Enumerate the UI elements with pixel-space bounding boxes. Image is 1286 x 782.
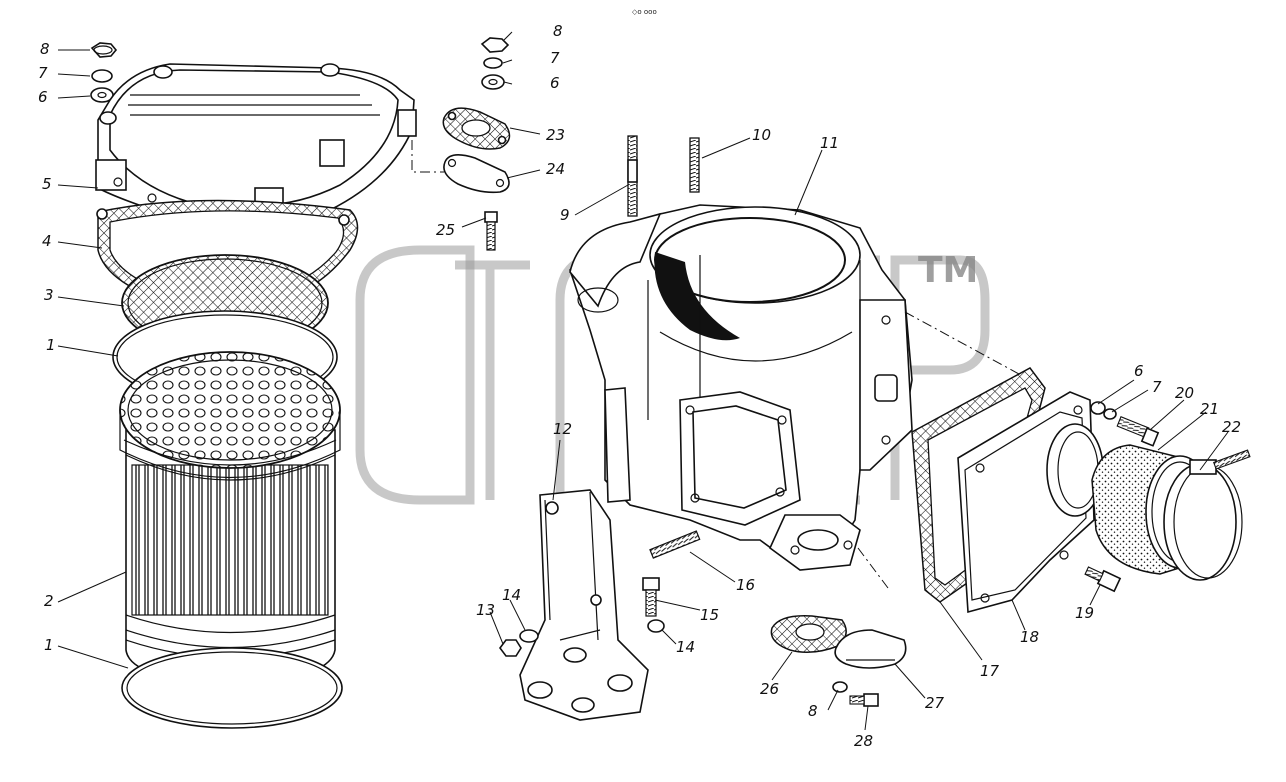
washer-spring-left [91, 69, 113, 83]
callout-1: 1 [46, 336, 56, 354]
callout-7: 7 [1152, 378, 1162, 396]
callout-labels: 8 7 6 5 4 3 1 2 1 8 7 6 23 24 25 10 9 11… [38, 22, 1241, 750]
callout-27: 27 [925, 694, 945, 712]
nut-top-center [480, 37, 510, 53]
callout-13: 13 [476, 601, 495, 619]
callout-6: 6 [38, 88, 48, 106]
callout-23: 23 [546, 126, 565, 144]
header-caption: ◇o ooo [632, 8, 657, 16]
callout-14: 14 [676, 638, 695, 656]
callout-3: 3 [44, 286, 54, 304]
bottom-plate-group [770, 615, 907, 707]
leader-lines [57, 31, 1229, 731]
washer-14-right [647, 619, 665, 633]
nut-top-left [90, 42, 118, 58]
bolt-19 [1084, 566, 1122, 593]
bolt-small-top [484, 211, 498, 251]
callout-16: 16 [736, 576, 755, 594]
housing-group [569, 135, 1031, 589]
inlet-group [911, 367, 1251, 614]
callout-20: 20 [1175, 384, 1194, 402]
bottom-gasket [770, 615, 847, 653]
callout-12: 12 [553, 420, 572, 438]
callout-24: 24 [546, 160, 565, 178]
callout-19: 19 [1075, 604, 1094, 622]
filter-cover [95, 63, 417, 231]
washer-6-right [1090, 401, 1106, 415]
callout-6: 6 [550, 74, 560, 92]
nut-13 [499, 639, 522, 657]
callout-10: 10 [752, 126, 771, 144]
callout-28: 28 [854, 732, 873, 750]
callout-7: 7 [550, 49, 560, 67]
mounting-bracket [519, 489, 649, 721]
air-cleaner-housing [569, 204, 913, 571]
callout-11: 11 [820, 134, 839, 152]
flange-gasket [442, 107, 511, 150]
callout-25: 25 [436, 221, 455, 239]
callout-4: 4 [42, 232, 52, 250]
cover-plate-group [411, 37, 511, 251]
filter-assembly [90, 42, 417, 729]
nut-bottom [832, 681, 848, 693]
callout-8: 8 [808, 702, 818, 720]
callout-9: 9 [560, 206, 570, 224]
callout-8: 8 [553, 22, 563, 40]
callout-1: 1 [44, 636, 54, 654]
stud-9 [627, 135, 638, 217]
callout-5: 5 [42, 175, 52, 193]
callout-21: 21 [1200, 400, 1219, 418]
seal-ring-lower [121, 647, 343, 729]
bolt-28 [849, 693, 879, 707]
stud-10 [689, 137, 700, 193]
blanking-plate-top [443, 154, 510, 194]
callout-22: 22 [1222, 418, 1241, 436]
washer-spring-center [483, 57, 503, 69]
callout-15: 15 [700, 606, 719, 624]
washer-flat-center [481, 74, 505, 90]
filter-element [119, 351, 341, 685]
callout-7: 7 [38, 64, 48, 82]
bolt-20 [1116, 416, 1160, 447]
hose-clamp [1163, 449, 1251, 581]
callout-17: 17 [980, 662, 1000, 680]
callout-6: 6 [1134, 362, 1144, 380]
callout-26: 26 [760, 680, 779, 698]
bottom-blanking-plate [834, 629, 907, 669]
callout-18: 18 [1020, 628, 1039, 646]
callout-14: 14 [502, 586, 521, 604]
stud-16 [649, 530, 701, 559]
trademark-mark: TM [918, 250, 978, 291]
callout-2: 2 [44, 592, 54, 610]
bolt-15 [642, 577, 660, 617]
callout-8: 8 [40, 40, 50, 58]
washer-14-left [519, 629, 539, 643]
mounting-bracket-group [499, 489, 665, 721]
